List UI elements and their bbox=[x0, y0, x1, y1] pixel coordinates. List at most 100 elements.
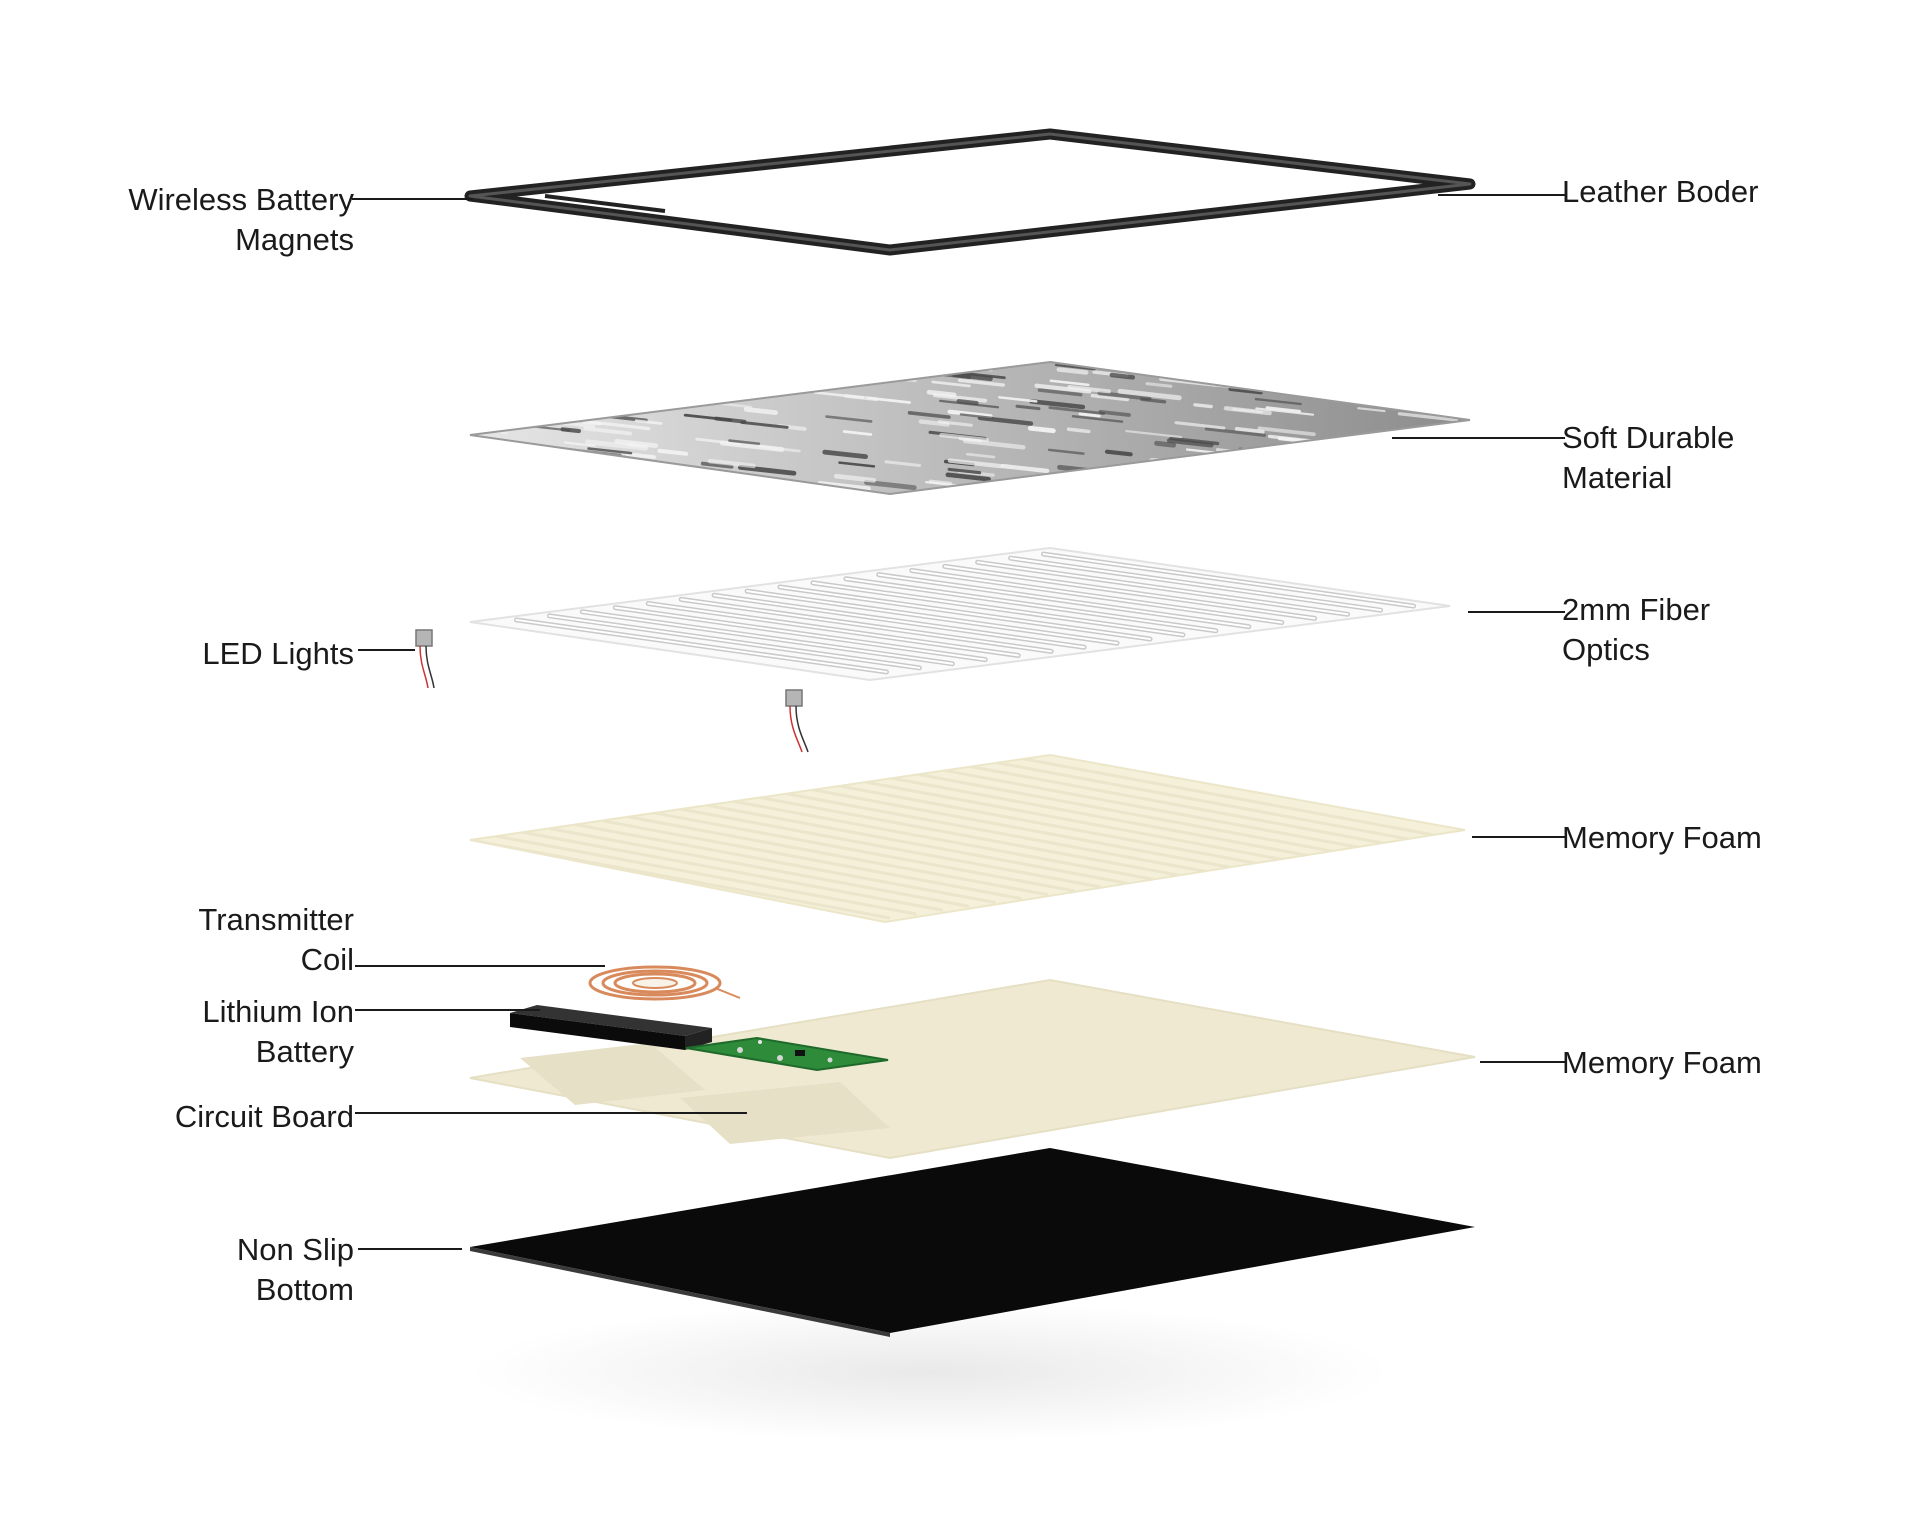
material-streak bbox=[547, 481, 592, 490]
material-streak bbox=[1245, 487, 1267, 493]
material-streak bbox=[1453, 449, 1470, 458]
material-streak bbox=[506, 363, 569, 374]
material-streak bbox=[524, 394, 566, 402]
material-streak bbox=[592, 480, 649, 489]
material-streak bbox=[1071, 415, 1124, 423]
material-streak bbox=[1145, 489, 1172, 494]
material-streak bbox=[559, 368, 615, 378]
material-streak bbox=[884, 460, 922, 467]
material-streak bbox=[931, 380, 971, 388]
foam-channel bbox=[548, 826, 970, 908]
material-streak bbox=[1047, 448, 1085, 455]
material-streak bbox=[1125, 429, 1183, 439]
foam-channel bbox=[522, 830, 944, 912]
material-streak bbox=[1097, 391, 1152, 401]
material-streak bbox=[1067, 385, 1111, 394]
fiber-strand-highlight bbox=[515, 618, 888, 673]
material-streak bbox=[1368, 373, 1406, 380]
material-streak bbox=[1438, 478, 1456, 483]
material-streak bbox=[938, 490, 989, 494]
material-streak bbox=[570, 487, 629, 494]
material-streak bbox=[743, 406, 778, 415]
material-streak bbox=[1117, 388, 1182, 401]
fiber-strand-highlight bbox=[647, 602, 1020, 657]
material-streak bbox=[1407, 472, 1461, 481]
material-streak bbox=[844, 394, 879, 402]
label-line: Circuit Board bbox=[174, 1099, 354, 1134]
material-streak bbox=[487, 405, 514, 413]
material-streak bbox=[1274, 464, 1305, 473]
foam-channel bbox=[575, 823, 996, 905]
material-streak bbox=[628, 379, 661, 386]
material-streak bbox=[1037, 388, 1083, 397]
material-streak bbox=[1185, 448, 1216, 454]
material-streak bbox=[918, 419, 950, 427]
material-streak bbox=[1397, 412, 1459, 422]
material-streak bbox=[474, 497, 517, 502]
material-streak bbox=[926, 493, 986, 494]
material-streak bbox=[1387, 491, 1411, 494]
material-streak bbox=[1109, 372, 1136, 380]
material-streak bbox=[1417, 362, 1452, 366]
label-line: 2mm Fiber bbox=[1562, 592, 1711, 627]
leader-lines bbox=[352, 194, 1565, 1250]
material-streak bbox=[1184, 481, 1228, 488]
foam-channel bbox=[1023, 757, 1444, 839]
material-streak bbox=[1442, 382, 1468, 390]
foam-channel bbox=[759, 796, 1181, 877]
material-streak bbox=[1223, 406, 1272, 416]
material-streak bbox=[1027, 425, 1056, 434]
material-streak bbox=[719, 440, 785, 452]
fiber-optics-layer bbox=[469, 546, 1451, 682]
material-streak bbox=[764, 387, 783, 392]
material-streak bbox=[1254, 397, 1302, 406]
led-light-right bbox=[785, 689, 809, 753]
material-streak bbox=[1434, 470, 1470, 480]
material-streak bbox=[957, 378, 1005, 387]
fiber-strand-highlight bbox=[1042, 553, 1415, 608]
led-light-left bbox=[415, 629, 435, 689]
material-streak bbox=[1247, 366, 1269, 373]
material-streak bbox=[736, 362, 764, 365]
material-streak bbox=[569, 481, 598, 487]
material-streak bbox=[494, 388, 526, 395]
material-streak bbox=[484, 467, 524, 476]
material-streak bbox=[1405, 496, 1438, 500]
foam-channel bbox=[996, 761, 1418, 843]
foam-channel bbox=[944, 768, 1365, 850]
material-streak bbox=[1337, 481, 1389, 491]
material-streak bbox=[808, 373, 857, 381]
foam-channel bbox=[970, 765, 1392, 847]
material-streak bbox=[587, 483, 638, 494]
material-streak bbox=[588, 459, 649, 470]
foam-channel bbox=[865, 780, 1286, 862]
material-streak bbox=[947, 409, 993, 419]
label-line: Magnets bbox=[235, 222, 354, 257]
material-streak bbox=[1129, 480, 1157, 486]
label-line: Memory Foam bbox=[1562, 1045, 1762, 1080]
foam-channel bbox=[654, 811, 1075, 893]
material-streak bbox=[928, 479, 952, 486]
material-streak bbox=[581, 404, 604, 410]
material-streak bbox=[582, 420, 602, 426]
material-streak bbox=[519, 409, 560, 418]
material-streak bbox=[1248, 455, 1276, 461]
transmitter-coil bbox=[588, 965, 741, 1001]
foam-channel bbox=[706, 803, 1128, 885]
label-line: LED Lights bbox=[202, 636, 354, 671]
material-streak bbox=[842, 430, 873, 436]
material-streak bbox=[966, 452, 996, 459]
material-streak bbox=[998, 396, 1038, 403]
material-streak bbox=[1417, 400, 1470, 411]
fiber-strand-highlight bbox=[877, 573, 1250, 628]
fiber-strand-highlight bbox=[713, 594, 1086, 649]
material-streak bbox=[600, 383, 655, 393]
material-streak bbox=[1376, 386, 1437, 396]
material-streak bbox=[1265, 406, 1301, 413]
material-streak bbox=[1273, 376, 1308, 384]
material-streak bbox=[864, 479, 917, 491]
material-streak bbox=[1015, 404, 1041, 411]
material-streak bbox=[588, 401, 627, 410]
material-streak bbox=[947, 467, 982, 475]
material-streak bbox=[1440, 369, 1470, 379]
